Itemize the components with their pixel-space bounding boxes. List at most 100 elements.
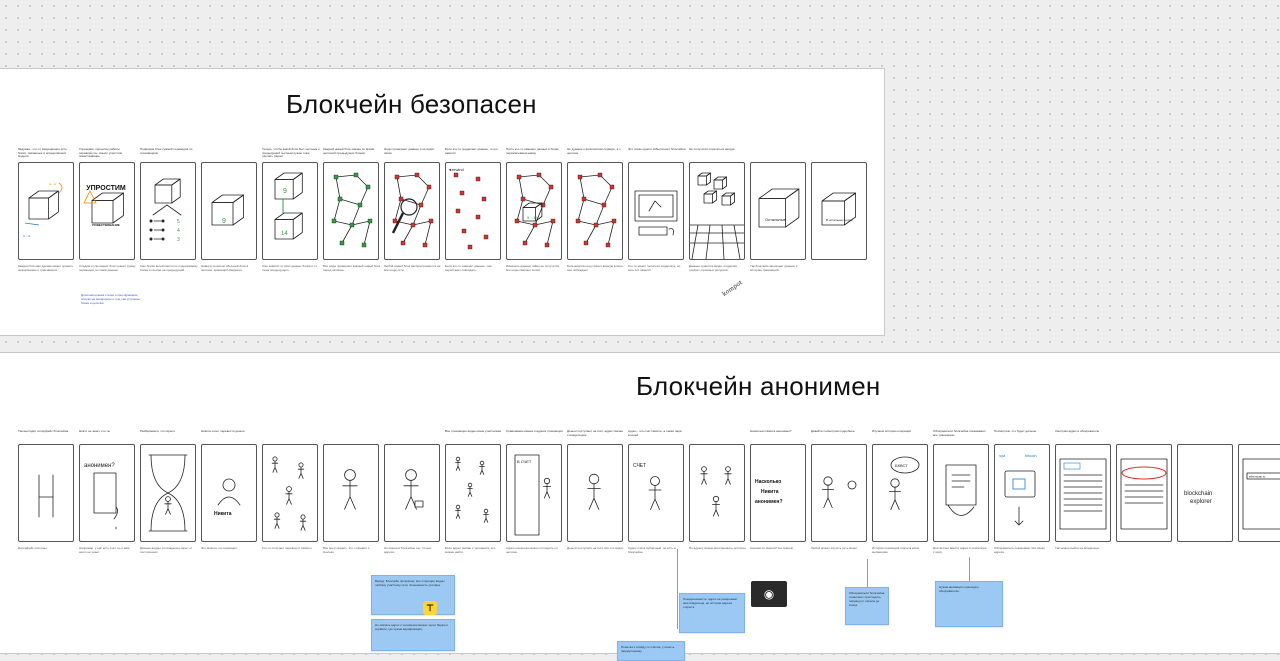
- slide-card[interactable]: [384, 444, 440, 542]
- slide-card[interactable]: [262, 444, 318, 542]
- slide-header: Сравниваем имена и адреса транзакции: [506, 429, 563, 433]
- slide-sketch: [822, 476, 857, 508]
- slide-caption: Хэш блока вычисляется по содержимому бло…: [140, 264, 198, 272]
- svg-text:анонимен?: анонимен?: [84, 463, 115, 469]
- slide-card[interactable]: 9: [201, 162, 257, 260]
- slide-caption: Аноним ли Никита? Не совсем.: [750, 546, 794, 550]
- slide-header: Никто не знает, кто ты: [79, 429, 110, 433]
- slide-card[interactable]: 9→14: [506, 162, 562, 260]
- slide-header: Давайте посмотрим подробнее: [811, 429, 855, 433]
- slide-sketch: Остальные: [758, 188, 800, 228]
- sticky-note[interactable]: Псевдонимность: адрес не раскрывает имя …: [679, 593, 745, 633]
- slide-header: Пусть кто-то изменил данные в блоке, пер…: [506, 147, 560, 155]
- slide-card[interactable]: [567, 444, 623, 542]
- slide-card[interactable]: В остальных нодах: [811, 162, 867, 260]
- slide-card[interactable]: анонимен?: [79, 444, 135, 542]
- slide-card[interactable]: [689, 162, 745, 260]
- slide-card[interactable]: [689, 444, 745, 542]
- sticky-note[interactable]: Но связать адрес с человеком можно через…: [371, 619, 455, 651]
- frame-blockchain-secure[interactable]: Блокчейн безопасен Задумка - что-то защи…: [0, 68, 885, 336]
- slide-sketch: [331, 172, 373, 248]
- slide-card[interactable]: В СЧЕТ: [506, 444, 562, 542]
- handwritten-annotation: kompot: [721, 279, 744, 298]
- slide-card[interactable]: [1055, 444, 1111, 542]
- slide-sketch: [455, 456, 489, 523]
- sticky-note[interactable]: Нужна анимация перехода к обозревателю.: [935, 581, 1003, 627]
- slide-header: Не получится спрятаться никуда: [689, 147, 735, 151]
- slide-caption: Все ноды проверяют каждый новый блок пер…: [323, 264, 381, 272]
- slide-caption: Если адрес связан с человеком, его можно…: [445, 546, 496, 554]
- svg-text:9: 9: [222, 218, 226, 225]
- slide-sketch: etherscan.io: [1242, 458, 1280, 530]
- slide-sketch: [575, 172, 617, 248]
- slide-card[interactable]: Остальные: [750, 162, 806, 260]
- slide-caption: Наверху реально обычный блок в цепочке, …: [201, 264, 249, 272]
- slide-caption: Следим и упрощаем: блок хранит сумму пер…: [79, 264, 136, 272]
- slide-card[interactable]: [323, 444, 379, 542]
- slide-sketch: ◄rewind: [448, 167, 489, 250]
- slide-sketch: БКВСТ: [889, 456, 920, 510]
- svg-text:Насколько: Насколько: [755, 479, 781, 485]
- slide-card[interactable]: etherscan.io: [1238, 444, 1280, 542]
- slide-caption: По адресу можно восстановить историю.: [689, 546, 747, 550]
- slide-header: Все транзакции видны всем участникам: [445, 429, 501, 433]
- slide-caption: Любой может изучить путь монет.: [811, 546, 858, 550]
- slide-sketch: [1120, 458, 1168, 530]
- slide-sketch: В остальных нодах: [821, 192, 856, 226]
- slide-sketch: [945, 464, 977, 516]
- slide-card[interactable]: [323, 162, 379, 260]
- slide-caption: Кто-то может пытаться подделать, но сеть…: [628, 264, 681, 272]
- svg-text:3: 3: [177, 237, 180, 243]
- slide-card[interactable]: СЧЕТ: [628, 444, 684, 542]
- slide-sketch: [271, 456, 307, 531]
- slide-header: Не думаем о физическом сервере, а о цепо…: [567, 147, 621, 155]
- slide-card[interactable]: [628, 162, 684, 260]
- link-note[interactable]: Дополнительная статья о хэш-функциях, сс…: [81, 293, 140, 305]
- slide-card[interactable]: [445, 444, 501, 542]
- slide-card[interactable]: [79, 162, 135, 260]
- slide-card[interactable]: [1116, 444, 1172, 542]
- slide-card[interactable]: Никита: [201, 444, 257, 542]
- slide-sketch: Никита: [214, 478, 241, 517]
- connector-line: [677, 549, 678, 629]
- slide-card[interactable]: ◄rewind: [445, 162, 501, 260]
- svg-text:СЧЕТ: СЧЕТ: [633, 463, 646, 469]
- slide-card[interactable]: [384, 162, 440, 260]
- slide-card[interactable]: БКВСТ: [872, 444, 928, 542]
- sticky-note[interactable]: Пометка к слайду со счётом, уточнить фор…: [617, 641, 685, 661]
- slide-card[interactable]: [140, 444, 196, 542]
- slide-sketch: 9: [211, 194, 244, 226]
- slide-header: Смотрим адрес в обозревателе: [1055, 429, 1100, 433]
- frame-blockchain-anonymous[interactable]: Блокчейн анонимен Так выглядит интерфейс…: [0, 352, 1280, 661]
- slide-header: Обозреватели блокчейна показывают все тр…: [933, 429, 986, 437]
- slide-caption: Каждая блочная данная может хранить инфо…: [18, 264, 74, 272]
- slide-card[interactable]: [933, 444, 989, 542]
- slide-sketch: [38, 474, 54, 518]
- frame-title: Блокчейн безопасен: [286, 89, 537, 119]
- slide-card[interactable]: [567, 162, 623, 260]
- sticky-note[interactable]: Обозреватели блокчейна позволяют прослед…: [845, 587, 889, 625]
- slide-caption: Данные хранятся везде, подделка требует …: [689, 264, 737, 272]
- slide-caption: Все могут видеть, кто отправил и сколько…: [323, 546, 370, 554]
- svg-text:Δ→Δ: Δ→Δ: [49, 182, 56, 186]
- slide-header: Деньги поступают на счёт, адрес связан с…: [567, 429, 623, 437]
- svg-text:Остальные: Остальные: [765, 217, 787, 222]
- slide-header: Задумка - что-то защищённое есть блоки, …: [18, 147, 67, 159]
- slide-header: Так выглядит интерфейс блокчейна: [18, 429, 69, 433]
- slide-caption: Но имени в блокчейне нет, только адреса.: [384, 546, 432, 554]
- sticky-note[interactable]: Вывод: Блокчейн прозрачен, все операции …: [371, 575, 455, 615]
- slide-caption: Интерфейс системы.: [18, 546, 48, 550]
- slide-card[interactable]: [18, 444, 74, 542]
- slide-sketch: [148, 454, 188, 532]
- slide-card[interactable]: [811, 444, 867, 542]
- slide-subheadline: ПОВЕСТВОВАНИЕ: [92, 223, 120, 227]
- slide-header: Ноды проверяют данные и не видят связи: [384, 147, 435, 155]
